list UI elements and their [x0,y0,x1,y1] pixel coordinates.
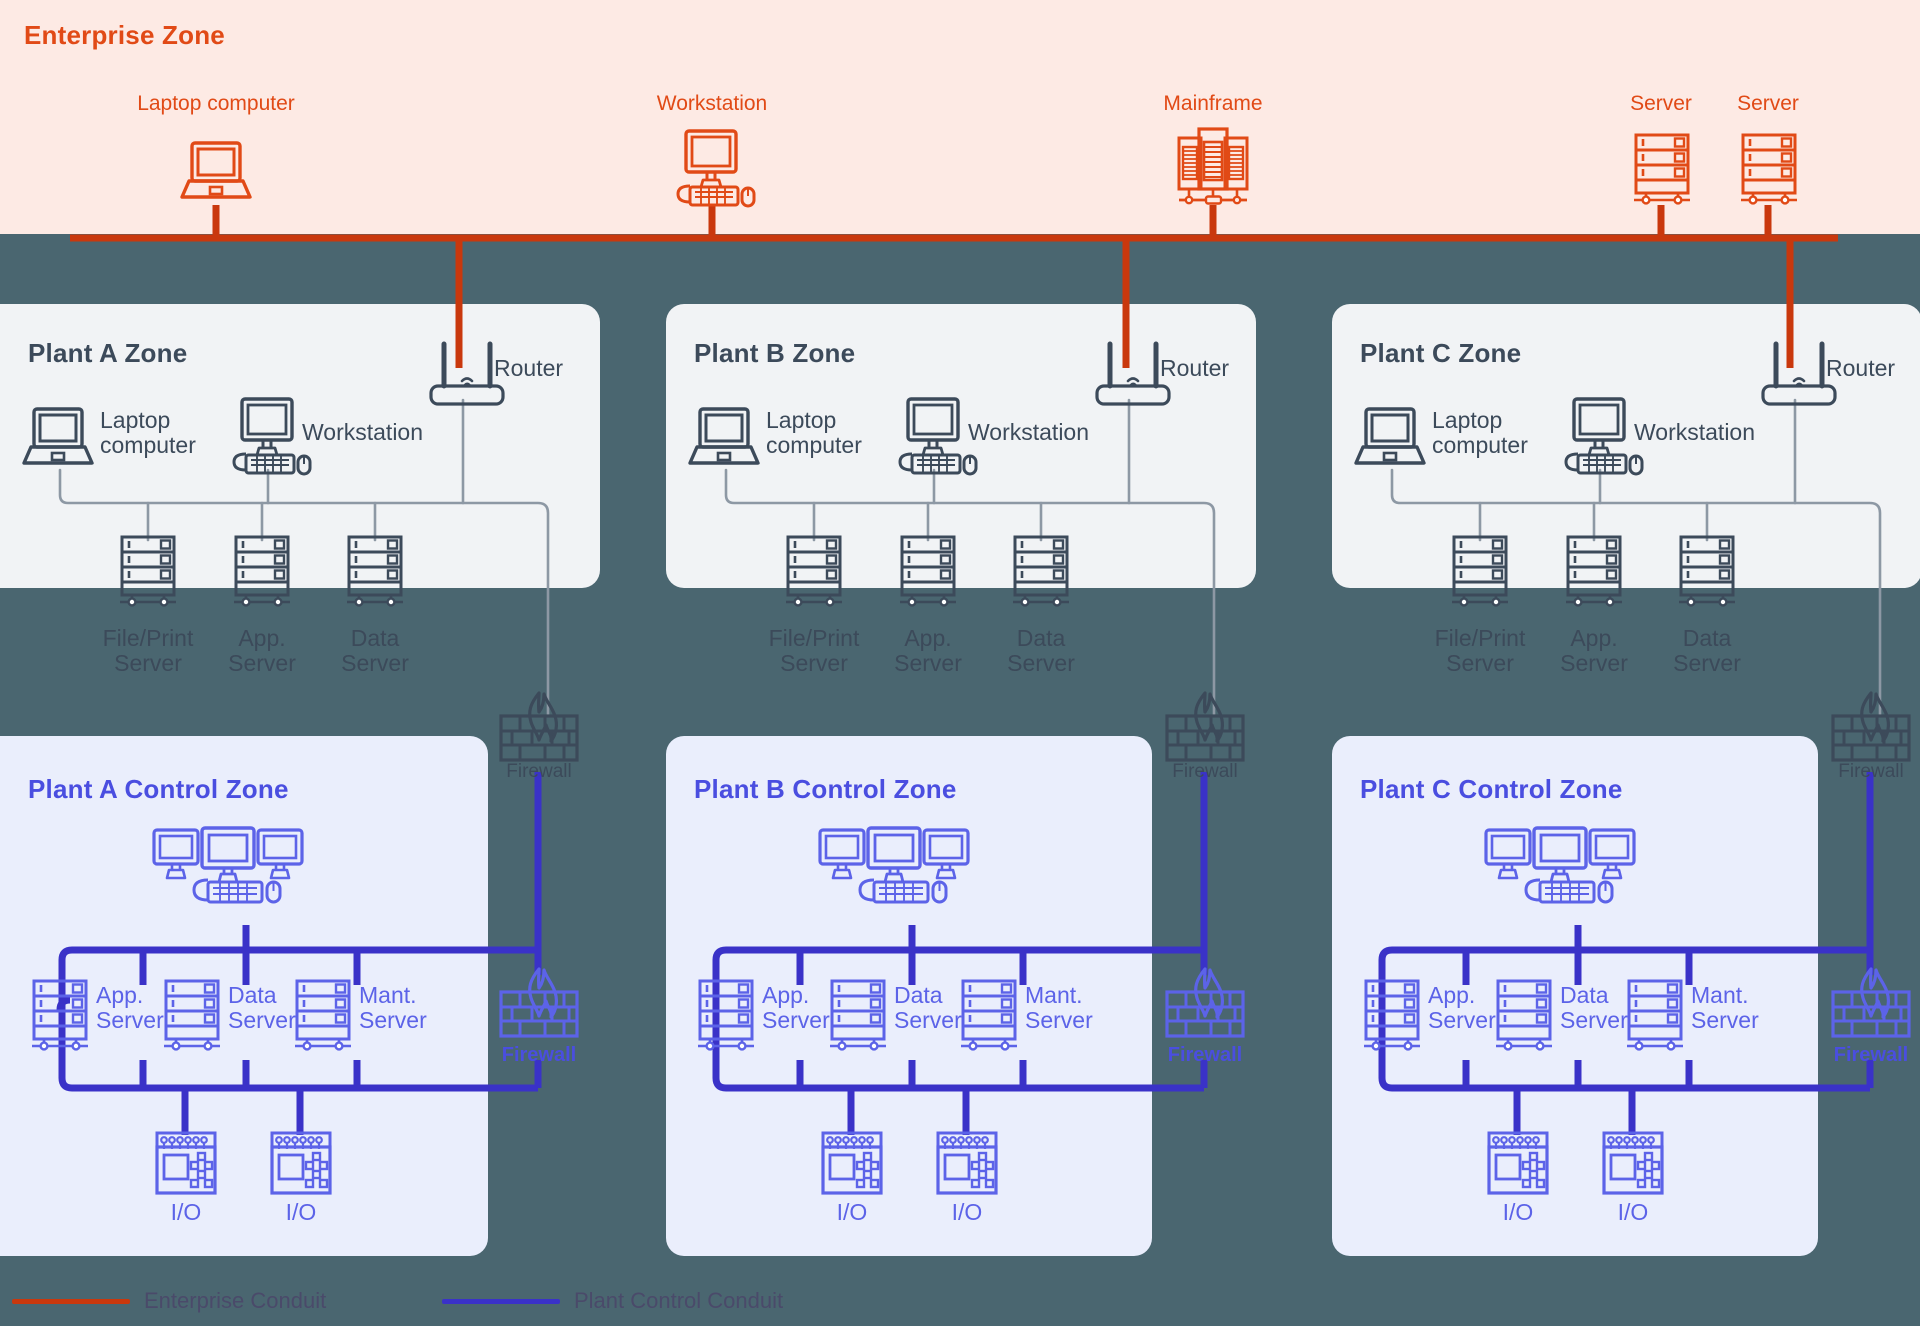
io-label: I/O [285,1199,317,1225]
server-label: Mant. Server [1025,982,1093,1034]
server-label: App. Server [1428,982,1496,1034]
control-a-upper-bus [58,946,538,1003]
legend-swatch-control [442,1298,560,1304]
plant-c-control-zone-title: Plant C Control Zone [1360,774,1623,804]
laptop-label: Laptop computer [1432,407,1528,459]
server-label: App. Server [894,625,962,677]
io-label: I/O [1617,1199,1649,1225]
server-label: File/Print Server [102,625,194,677]
legend-swatch-enterprise [12,1298,130,1304]
enterprise-device-label: Server [1737,92,1799,115]
legend-item-enterprise-conduit: Enterprise Conduit [12,1288,326,1314]
plant-a-bus [58,468,550,718]
enterprise-device-label: Workstation [656,92,768,115]
router-label: Router [1826,355,1896,381]
control-c-upper-bus [1378,946,1870,1003]
plant-a-zone-card [0,304,600,588]
firewall-label: Firewall [1167,1044,1243,1066]
server-label: App. Server [228,625,296,677]
control-b-lower-bus [712,1000,1204,1092]
plant-c-zone-title: Plant C Zone [1360,338,1522,368]
io-label: I/O [1502,1199,1534,1225]
server-label: App. Server [1560,625,1628,677]
io-label: I/O [836,1199,868,1225]
server-label: Data Server [1007,625,1075,677]
firewall-icon[interactable] [1831,967,1911,1038]
enterprise-device-label: Laptop computer [137,92,295,115]
router-label: Router [1160,355,1230,381]
firewall-label: Firewall [506,761,572,782]
workstation-label: Workstation [302,419,424,445]
server-label: Mant. Server [1691,982,1759,1034]
firewall-icon[interactable] [1165,967,1245,1038]
plant-b-control-zone-title: Plant B Control Zone [694,774,957,804]
plant-b-bus [724,468,1216,718]
server-label: Data Server [894,982,962,1034]
laptop-label: Laptop computer [100,407,196,459]
plant-c-bus [1390,468,1882,718]
plant-a-zone-title: Plant A Zone [28,338,188,368]
legend-label: Plant Control Conduit [574,1288,784,1313]
workstation-label: Workstation [1634,419,1756,445]
legend-item-plant-control-conduit: Plant Control Conduit [442,1288,783,1314]
workstation-label: Workstation [968,419,1090,445]
legend-label: Enterprise Conduit [144,1288,327,1313]
plant-a-control-zone-title: Plant A Control Zone [28,774,289,804]
server-label: App. Server [96,982,164,1034]
io-label: I/O [170,1199,202,1225]
firewall-label: Firewall [501,1044,577,1066]
enterprise-zone-title: Enterprise Zone [24,20,225,50]
server-label: App. Server [762,982,830,1034]
control-a-lower-bus [58,1000,538,1092]
firewall-label: Firewall [1172,761,1238,782]
io-label: I/O [951,1199,983,1225]
legend: Enterprise Conduit Plant Control Conduit [0,1280,1920,1326]
server-label: Data Server [1673,625,1741,677]
server-label: File/Print Server [768,625,860,677]
server-label: Mant. Server [359,982,427,1034]
enterprise-device-label: Server [1630,92,1692,115]
server-label: Data Server [341,625,409,677]
firewall-label: Firewall [1838,761,1904,782]
firewall-label: Firewall [1833,1044,1909,1066]
firewall-icon[interactable] [499,967,579,1038]
control-c-lower-bus [1378,1000,1870,1092]
enterprise-device-label: Mainframe [1163,92,1263,115]
enterprise-zone-card [0,0,1920,234]
server-label: Data Server [1560,982,1628,1034]
router-label: Router [494,355,564,381]
server-label: File/Print Server [1434,625,1526,677]
server-label: Data Server [228,982,296,1034]
laptop-label: Laptop computer [766,407,862,459]
plant-b-zone-title: Plant B Zone [694,338,856,368]
control-b-upper-bus [712,946,1204,1003]
